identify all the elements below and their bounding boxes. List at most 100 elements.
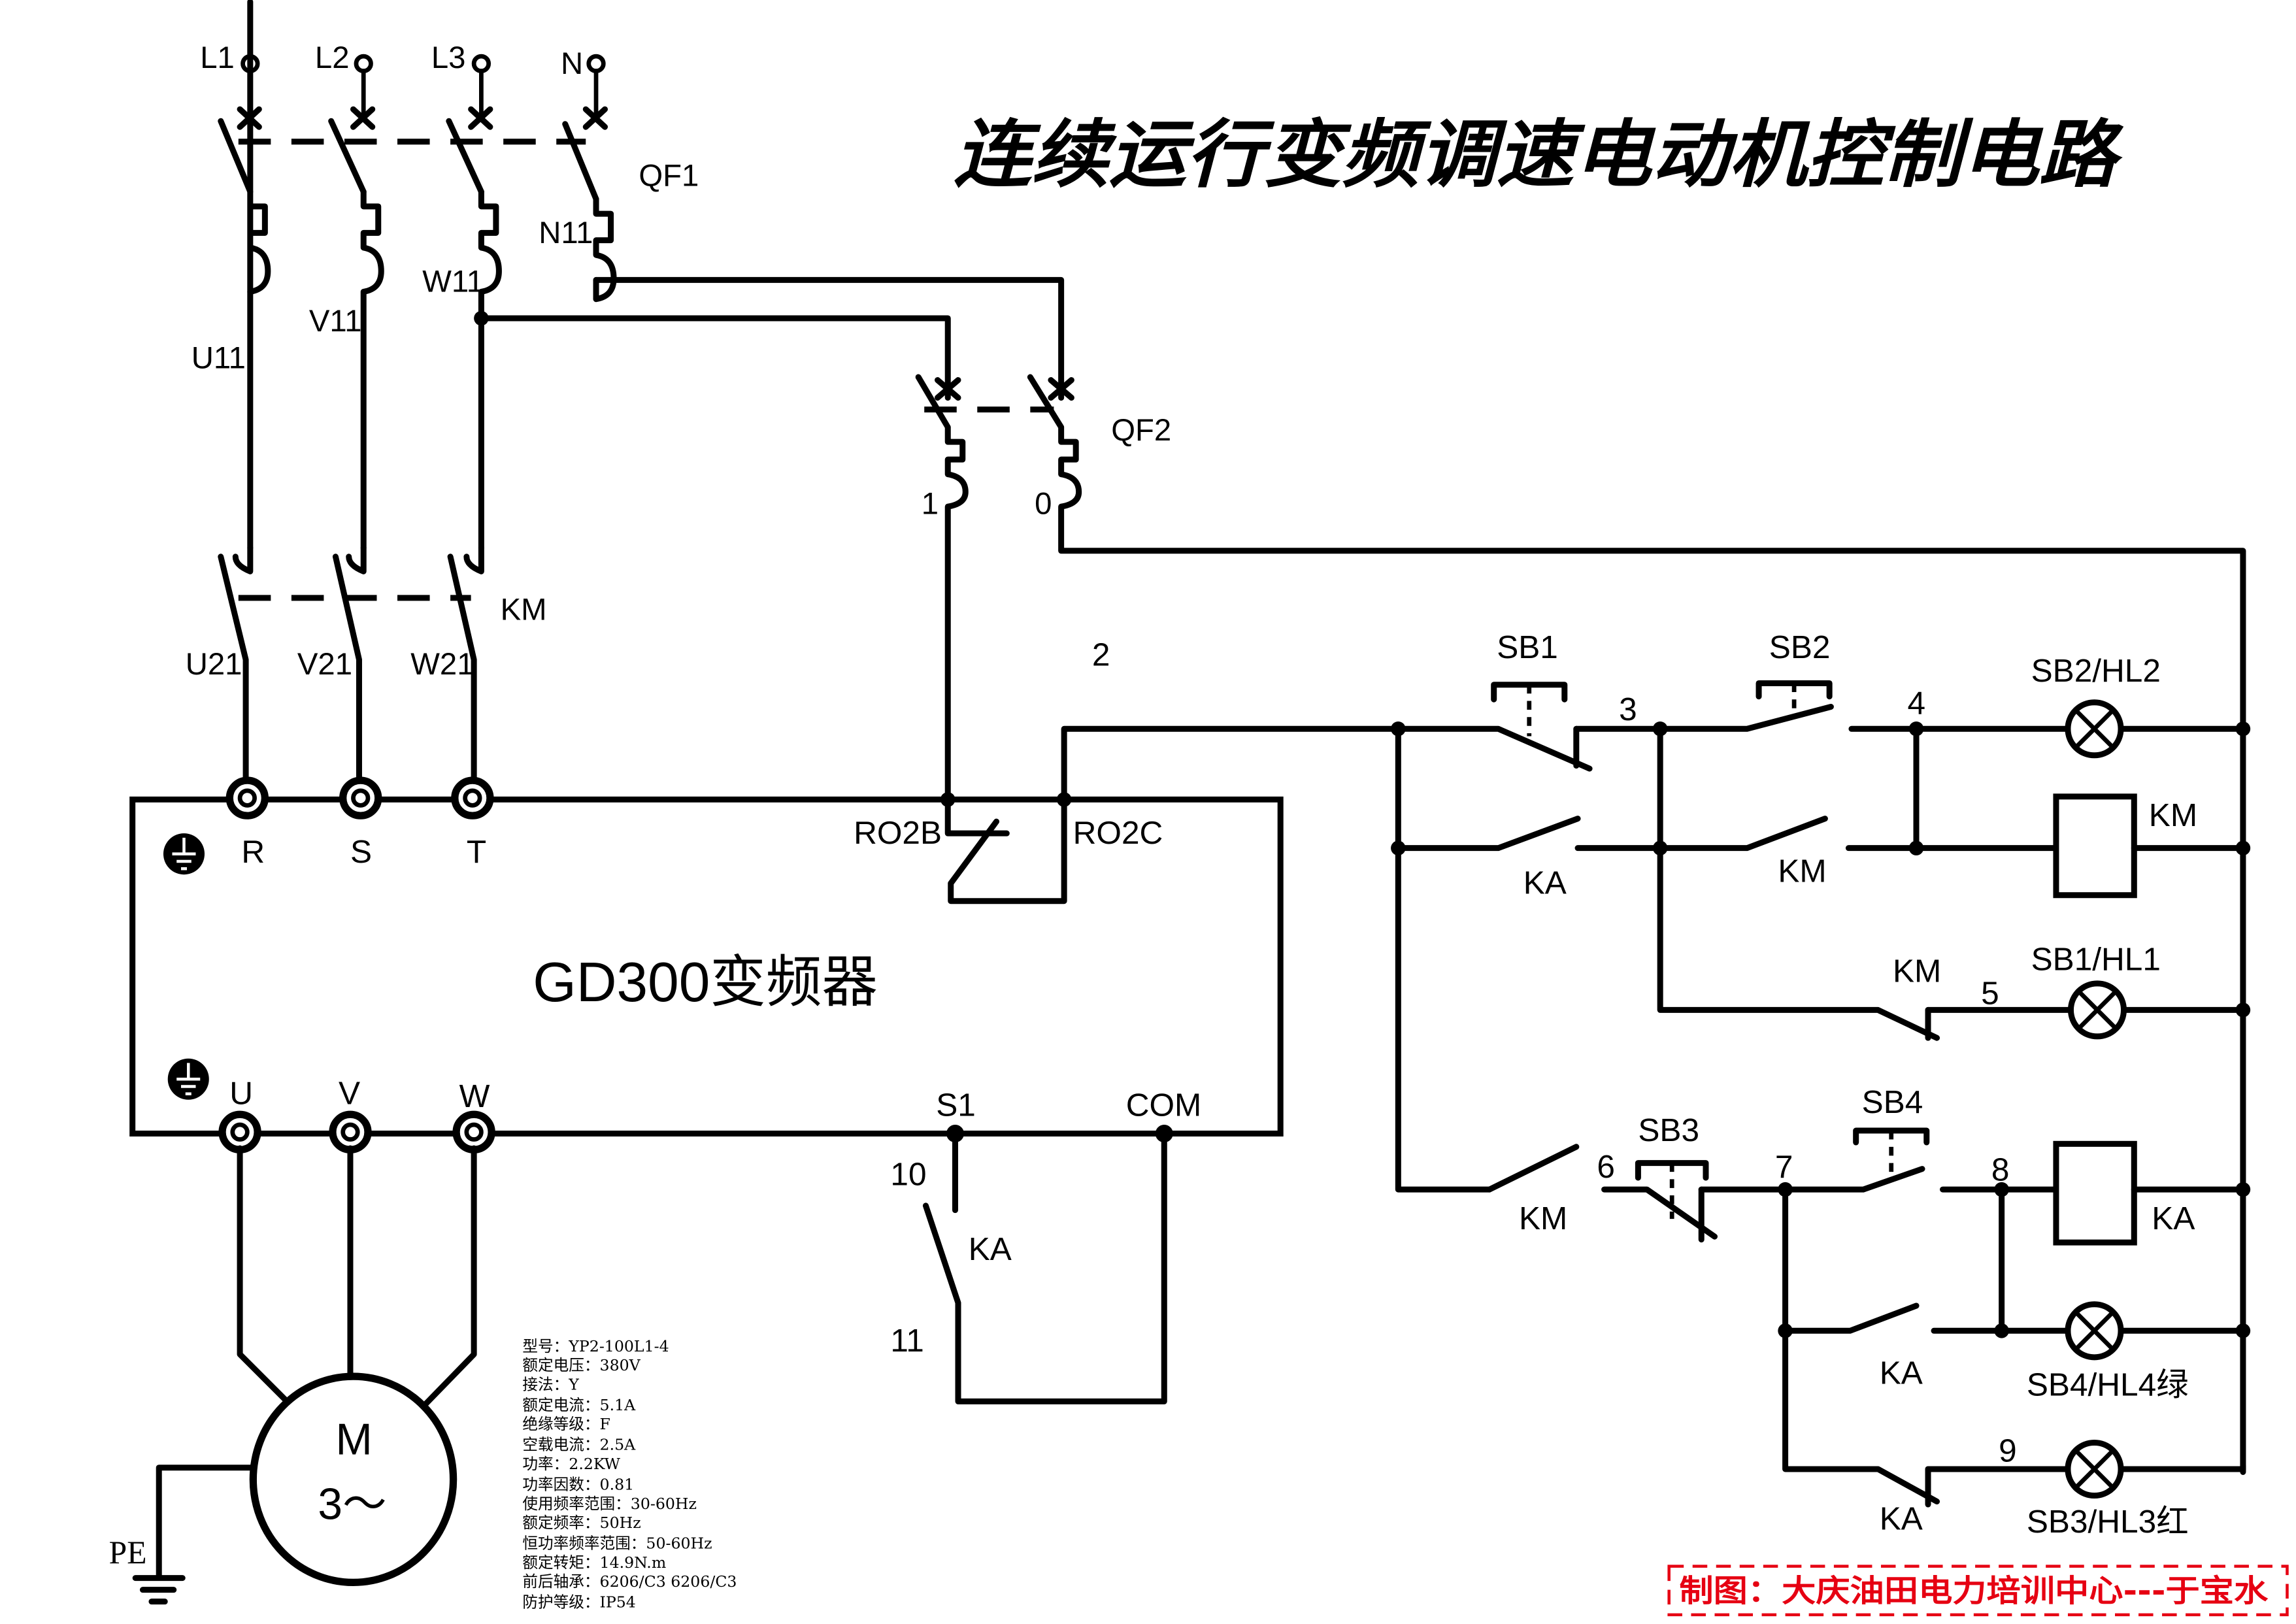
spec-line: 型号：YP2-100L1-4	[522, 1337, 669, 1355]
contact-km-no: KM	[1486, 1144, 1580, 1236]
ground-icon	[167, 1058, 209, 1100]
inverter-name: GD300变频器	[533, 952, 878, 1014]
wire-label-n11: N11	[539, 216, 593, 250]
coil-ka: KA	[2053, 1140, 2195, 1246]
label-ro2b: RO2B	[854, 815, 942, 851]
motor-phase: 3～	[318, 1480, 386, 1529]
terminal-u	[218, 1110, 261, 1153]
wire-label-w21: W21	[410, 647, 474, 682]
button-sb2: SB2	[1657, 629, 1920, 732]
wire-label-2: 2	[1092, 637, 1110, 672]
spec-line: 额定电压：380V	[522, 1356, 641, 1374]
label-sb4: SB4	[1862, 1084, 1923, 1120]
terminal-s	[339, 776, 382, 820]
label-ka-s1: KA	[969, 1231, 1012, 1267]
label-km-hold: KM	[1778, 853, 1826, 889]
label-sb3: SB3	[1638, 1112, 1699, 1148]
spec-line: 功率因数：0.81	[522, 1476, 634, 1494]
label-w: W	[459, 1078, 490, 1114]
contact-km-hold: KM	[1657, 816, 1920, 889]
junction	[2235, 1323, 2251, 1338]
spec-line: 额定频率：50Hz	[522, 1514, 641, 1532]
spec-line: 绝缘等级：F	[522, 1415, 610, 1433]
terminal-t	[451, 776, 494, 820]
diagram-title: 连续运行变频调速电动机控制电路	[954, 111, 2124, 197]
ground-icon	[163, 833, 205, 875]
wire-label-u11: U11	[191, 341, 246, 376]
junction	[2235, 1003, 2251, 1018]
label-ka-hold: KA	[1523, 865, 1567, 901]
terminal-l2	[354, 54, 373, 74]
spec-line: 额定电流：5.1A	[522, 1396, 636, 1414]
node-label-6: 6	[1597, 1149, 1615, 1185]
lamp-hl3	[2065, 1439, 2124, 1499]
junction	[2235, 840, 2251, 855]
label-ro2c: RO2C	[1073, 815, 1163, 851]
label-pe: PE	[109, 1534, 147, 1570]
button-sb4: SB4	[1782, 1084, 2005, 1193]
label-com: COM	[1126, 1087, 1202, 1123]
spec-line: 防护等级：IP54	[522, 1593, 635, 1612]
credit-text: 制图：大庆油田电力培训中心---于宝水	[1679, 1574, 2269, 1610]
contact-km-nc: KM	[1893, 953, 2071, 1041]
label-qf2: QF2	[1111, 413, 1171, 448]
terminal-n	[586, 54, 606, 74]
wire-label-0: 0	[1035, 486, 1052, 521]
label-hl1: SB1/HL1	[2031, 942, 2161, 978]
s1-ka-contact: 10 11 KA	[890, 1131, 1167, 1404]
wire-label-u21: U21	[186, 647, 242, 682]
spec-line: 使用频率范围：30-60Hz	[522, 1495, 697, 1513]
contact-ka-nc: KA	[1880, 1466, 2071, 1536]
node-label-8: 8	[1991, 1152, 2010, 1188]
junction	[2235, 1182, 2251, 1197]
label-v: V	[339, 1076, 360, 1112]
label-km-no: KM	[1519, 1201, 1567, 1236]
label-n: N	[561, 46, 583, 81]
motor-symbol: M	[335, 1415, 372, 1464]
lamp-hl4	[2065, 1301, 2124, 1361]
control-circuit: SB1 3 SB2 4 SB2/HL2 KA	[1391, 629, 2251, 1540]
terminal-r	[225, 776, 269, 820]
motor: M 3～ PE	[109, 1145, 477, 1605]
label-t: T	[467, 834, 486, 870]
node-label-5: 5	[1981, 975, 1999, 1011]
label-r: R	[241, 834, 265, 870]
label-coil-ka: KA	[2152, 1201, 2195, 1236]
node-label-4: 4	[1907, 686, 1925, 721]
spec-line: 空载电流：2.5A	[522, 1436, 636, 1454]
label-km-main: KM	[501, 593, 547, 627]
label-u: U	[229, 1076, 253, 1112]
lamp-hl1	[2067, 980, 2127, 1040]
wire-label-10: 10	[890, 1156, 926, 1192]
spec-line: 恒功率频率范围：50-60Hz	[522, 1534, 712, 1553]
wire-label-w11: W11	[422, 264, 484, 299]
lamp-hl2	[2065, 699, 2124, 759]
label-sb1: SB1	[1497, 629, 1558, 665]
label-sb2: SB2	[1769, 629, 1831, 665]
wire-label-v11: V11	[309, 304, 362, 339]
label-ka-hold-2: KA	[1880, 1355, 1923, 1391]
inverter-gd300: R S T RO2B RO2C GD300变频器 U V W S1 COM	[129, 725, 1401, 1153]
label-qf1: QF1	[639, 158, 699, 193]
label-l2: L2	[315, 41, 350, 75]
ground-icon	[132, 1575, 186, 1605]
contact-ka-hold-2: KA	[1782, 1302, 2005, 1391]
node-label-9: 9	[1999, 1433, 2017, 1469]
node-label-7: 7	[1775, 1149, 1793, 1185]
label-s: S	[350, 834, 372, 870]
node-label-3: 3	[1619, 691, 1637, 727]
label-km-nc: KM	[1893, 953, 1941, 989]
wire-label-1: 1	[922, 486, 939, 521]
label-hl2: SB2/HL2	[2031, 653, 2161, 689]
motor-spec-list: 型号：YP2-100L1-4 额定电压：380V 接法：Y 额定电流：5.1A …	[522, 1337, 737, 1612]
qf2-breaker: QF2 1 0	[915, 374, 2246, 1475]
coil-km: KM	[2053, 793, 2197, 899]
junction	[2235, 721, 2251, 737]
wire-label-v21: V21	[297, 647, 352, 682]
label-s1: S1	[936, 1087, 976, 1123]
spec-line: 功率：2.2KW	[522, 1455, 620, 1473]
qf1-breaker: L1 L2 L3 N QF1	[200, 0, 699, 551]
label-l1: L1	[200, 41, 235, 75]
button-sb3: SB3	[1601, 1112, 1789, 1243]
